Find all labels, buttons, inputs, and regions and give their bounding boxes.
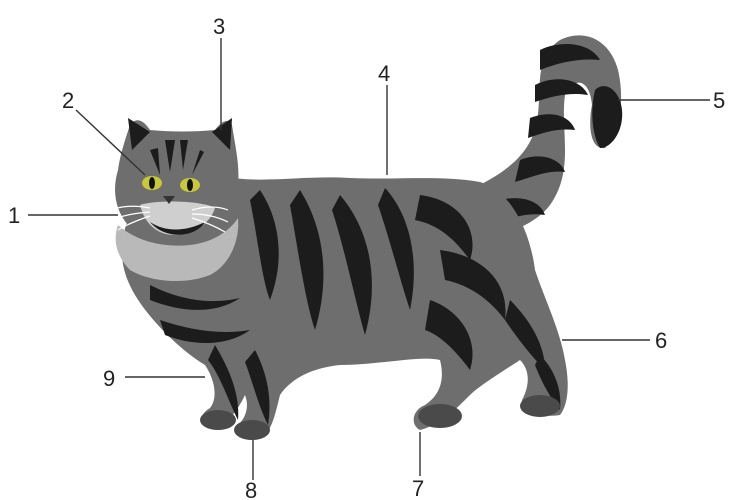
part-label-6: 6 (655, 328, 667, 353)
cat-illustration (112, 35, 622, 440)
front-paw-right (234, 420, 270, 440)
part-label-8: 8 (245, 478, 257, 500)
hind-paw-right (520, 395, 560, 417)
hind-paw-left (418, 404, 462, 428)
front-paw-left (200, 410, 236, 430)
part-label-5: 5 (713, 88, 725, 113)
part-label-9: 9 (103, 366, 115, 391)
part-label-1: 1 (8, 203, 20, 228)
part-label-4: 4 (378, 61, 390, 86)
right-pupil (187, 179, 193, 191)
left-pupil (149, 177, 155, 189)
part-label-2: 2 (62, 88, 74, 113)
part-label-3: 3 (213, 14, 225, 39)
part-label-7: 7 (412, 476, 424, 500)
